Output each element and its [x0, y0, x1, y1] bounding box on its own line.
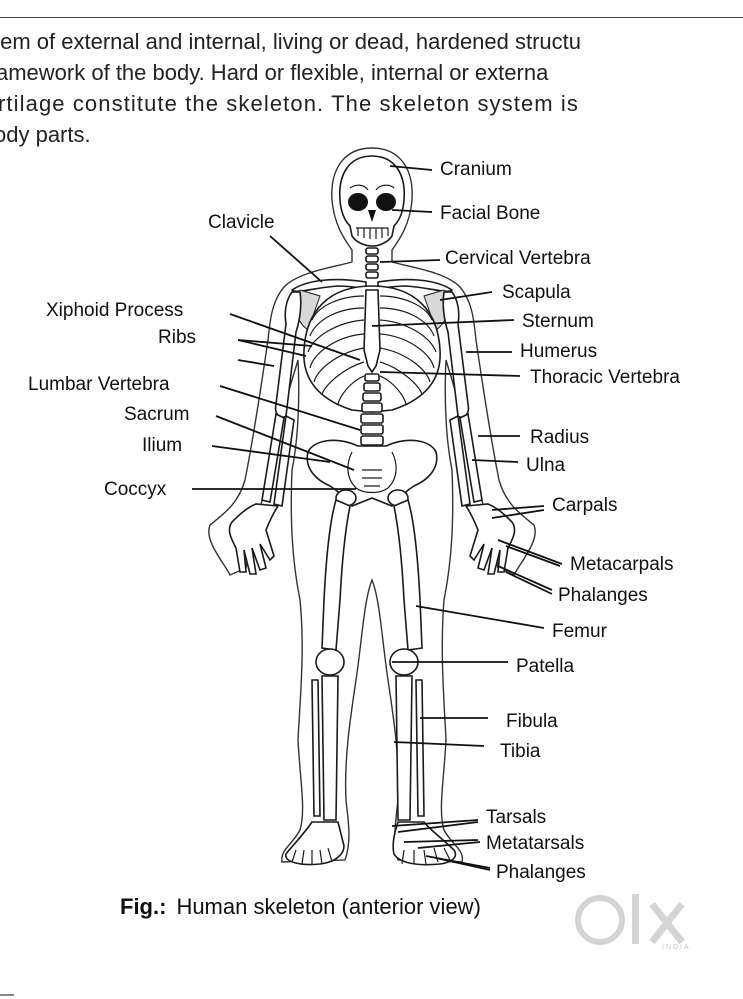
label-metacarpals: Metacarpals: [570, 554, 674, 575]
label-metatarsals: Metatarsals: [486, 833, 584, 854]
label-clavicle: Clavicle: [208, 212, 275, 233]
spine: [360, 373, 384, 446]
label-tarsals: Tarsals: [486, 807, 546, 828]
top-rule: [0, 17, 743, 18]
label-humerus: Humerus: [520, 341, 597, 362]
rib-cage: [303, 285, 441, 413]
legs: [285, 498, 457, 866]
label-radius: Radius: [530, 427, 589, 448]
label-thoracic-vertebra: Thoracic Vertebra: [530, 367, 680, 388]
label-sacrum: Sacrum: [124, 404, 189, 425]
label-carpals: Carpals: [552, 495, 617, 516]
label-lumbar-vertebra: Lumbar Vertebra: [28, 374, 170, 395]
watermark-subtext: INDIA: [662, 944, 691, 951]
paragraph-line-2: amework of the body. Hard or flexible, i…: [0, 60, 549, 85]
olx-watermark-logo: [575, 894, 685, 945]
label-cranium: Cranium: [440, 159, 512, 180]
labels: Cranium Facial Bone Clavicle Cervical Ve…: [28, 159, 680, 883]
paragraph-line-4: ody parts.: [0, 122, 91, 147]
figure-caption: Fig.: Human skeleton (anterior view): [120, 894, 481, 920]
label-ribs: Ribs: [158, 327, 196, 348]
body-outline: [208, 147, 536, 863]
label-facial-bone: Facial Bone: [440, 203, 540, 224]
caption-prefix: Fig.:: [120, 894, 167, 919]
label-cervical-vertebra: Cervical Vertebra: [445, 248, 591, 269]
pelvis: [306, 439, 438, 507]
paragraph-line-3: rtilage constitute the skeleton. The ske…: [0, 91, 580, 116]
caption-text: Human skeleton (anterior view): [176, 894, 481, 919]
label-patella: Patella: [516, 656, 575, 677]
label-sternum: Sternum: [522, 311, 594, 332]
leader-lines: [192, 165, 563, 871]
label-fibula: Fibula: [506, 711, 558, 732]
label-xiphoid-process: Xiphoid Process: [46, 300, 183, 321]
skull: [338, 155, 406, 247]
label-tibia: Tibia: [500, 741, 541, 762]
bottom-edge-mark: [0, 994, 14, 996]
label-coccyx: Coccyx: [104, 479, 167, 500]
label-scapula: Scapula: [502, 282, 571, 303]
label-phalanges-foot: Phalanges: [496, 862, 586, 883]
label-ulna: Ulna: [526, 455, 566, 476]
label-phalanges-hand: Phalanges: [558, 585, 648, 606]
label-ilium: Ilium: [142, 435, 182, 456]
cervical-spine: [365, 247, 379, 279]
intro-paragraph: tem of external and internal, living or …: [0, 26, 743, 150]
label-femur: Femur: [552, 621, 608, 642]
paragraph-line-1: tem of external and internal, living or …: [0, 29, 582, 54]
